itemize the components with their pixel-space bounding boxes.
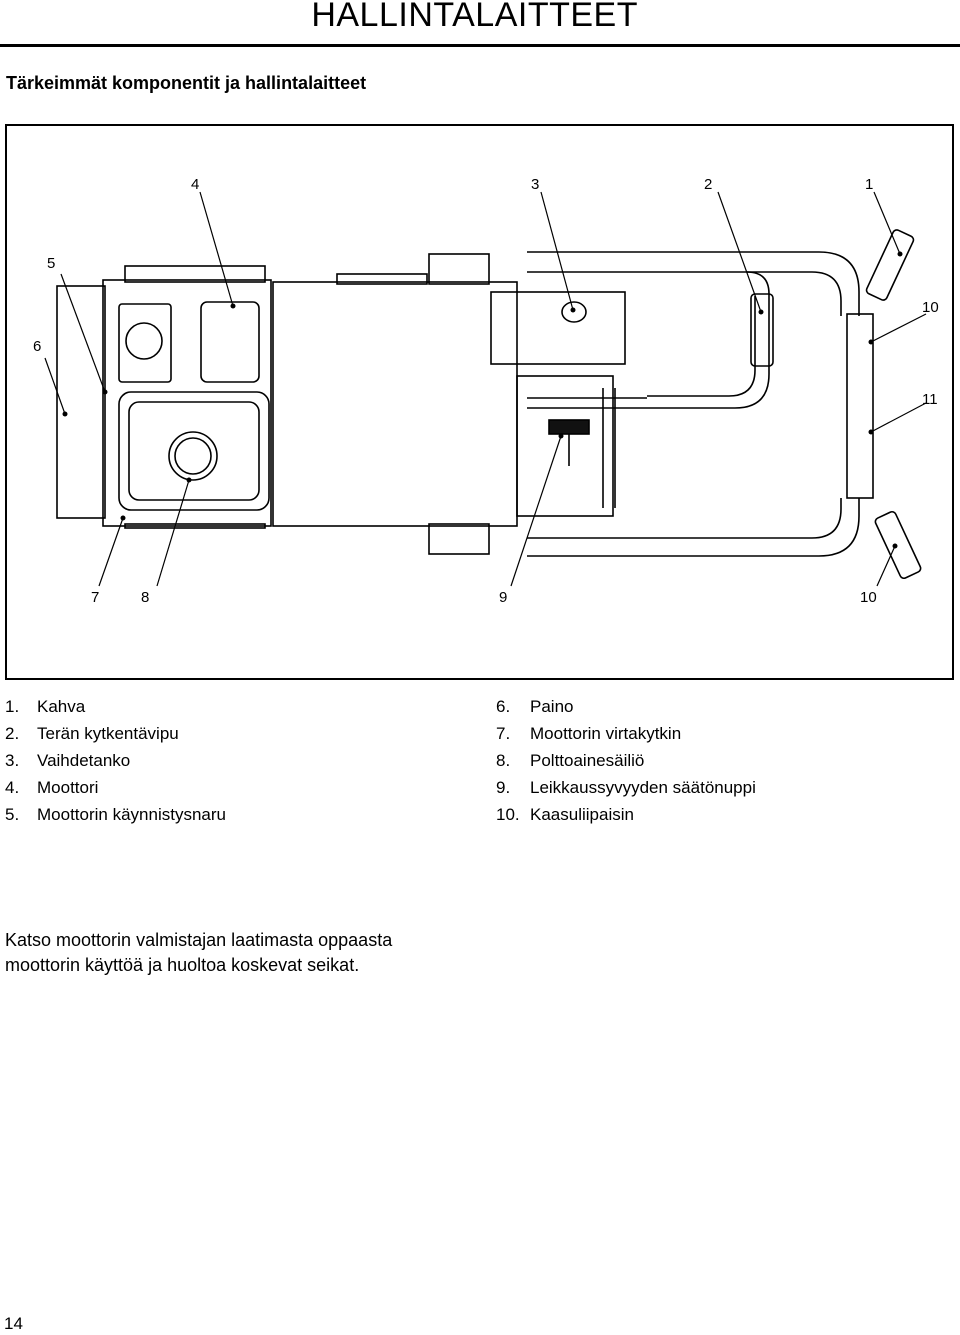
handle-crossbar bbox=[846, 313, 874, 499]
lower-gear-block bbox=[516, 375, 614, 517]
clutch-loop bbox=[647, 271, 770, 409]
callout-11: 11 bbox=[922, 391, 938, 408]
engine-top-plate bbox=[124, 265, 266, 283]
handle-tube-bottom-outer bbox=[527, 498, 860, 557]
legend-item: 9.Leikkaussyvyyden säätönuppi bbox=[496, 778, 756, 797]
legend-item: 3.Vaihdetanko bbox=[5, 751, 131, 770]
legend-item: 4.Moottori bbox=[5, 778, 99, 797]
callout-5: 5 bbox=[47, 255, 55, 272]
header-rule bbox=[0, 44, 960, 47]
fuel-tank-inner bbox=[128, 401, 260, 501]
callout-3: 3 bbox=[531, 176, 539, 193]
callout-10-bottom: 10 bbox=[860, 589, 877, 606]
fuel-tank bbox=[118, 391, 270, 511]
callout-4: 4 bbox=[191, 176, 199, 193]
callout-9: 9 bbox=[499, 589, 507, 606]
fuel-cap bbox=[168, 431, 218, 481]
machine-diagram: 4 3 2 1 5 6 10 11 7 8 9 10 bbox=[5, 124, 954, 680]
handle-tube-top-outer bbox=[527, 251, 860, 316]
engine-top-cover bbox=[200, 301, 260, 383]
handle-tube-bottom-inner bbox=[527, 498, 842, 539]
handle-tube-top-inner bbox=[527, 271, 842, 316]
legend-item: 7.Moottorin virtakytkin bbox=[496, 724, 682, 743]
callout-6: 6 bbox=[33, 338, 41, 355]
callout-7: 7 bbox=[91, 589, 99, 606]
legend-left: 1.Kahva 2.Terän kytkentävipu 3.Vaihdetan… bbox=[5, 693, 226, 828]
gearbox bbox=[490, 291, 626, 365]
gear-lever-knob bbox=[561, 301, 587, 323]
starter-circle bbox=[125, 322, 163, 360]
throttle-grip-top bbox=[865, 229, 915, 301]
legend-item: 5.Moottorin käynnistysnaru bbox=[5, 805, 226, 824]
starter-cover bbox=[118, 303, 172, 383]
legend-item: 2.Terän kytkentävipu bbox=[5, 724, 179, 743]
legend-right: 6.Paino 7.Moottorin virtakytkin 8.Poltto… bbox=[496, 693, 756, 828]
page-number: 14 bbox=[4, 1314, 23, 1333]
legend-item: 1.Kahva bbox=[5, 697, 86, 716]
legend-item: 8.Polttoainesäiliö bbox=[496, 751, 645, 770]
note-line-2: moottorin käyttöä ja huoltoa koskevat se… bbox=[5, 955, 360, 975]
header-title: HALLINTALAITTEET bbox=[311, 0, 638, 34]
throttle-grip-bottom bbox=[874, 510, 922, 580]
engine-manual-note: Katso moottorin valmistajan laatimasta o… bbox=[5, 928, 392, 978]
machine-drawing: 4 3 2 1 5 6 10 11 7 8 9 10 bbox=[33, 176, 939, 606]
callout-10-top: 10 bbox=[922, 299, 939, 316]
callout-8: 8 bbox=[141, 589, 149, 606]
legend-item: 10.Kaasuliipaisin bbox=[496, 805, 634, 824]
clutch-grip bbox=[750, 293, 774, 367]
fuel-cap-inner bbox=[174, 437, 212, 475]
engine-housing bbox=[102, 279, 272, 527]
legend-item: 6.Paino bbox=[496, 697, 574, 716]
callout-2: 2 bbox=[704, 176, 712, 193]
section-title: Tärkeimmät komponentit ja hallintalaitte… bbox=[6, 73, 367, 93]
callout-1: 1 bbox=[865, 176, 873, 193]
tiller-body bbox=[272, 281, 518, 527]
note-line-1: Katso moottorin valmistajan laatimasta o… bbox=[5, 930, 393, 950]
weight-block bbox=[56, 285, 106, 519]
depth-knob bbox=[548, 419, 590, 435]
